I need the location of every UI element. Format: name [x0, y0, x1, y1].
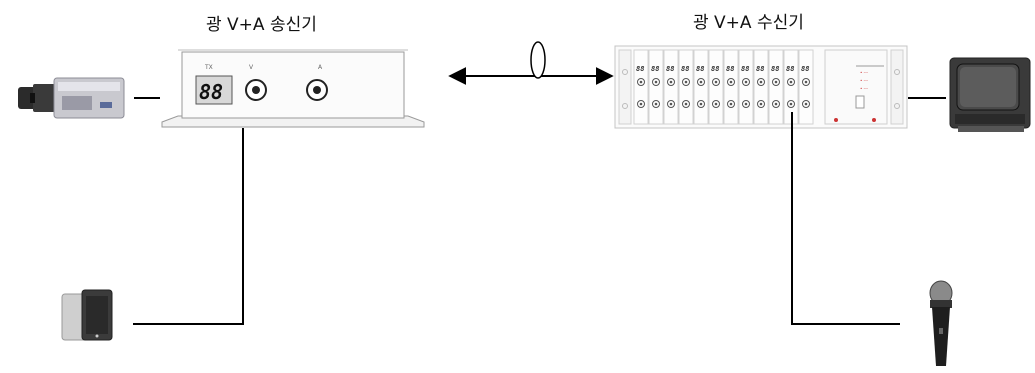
- receiver-module: 88: [708, 49, 724, 125]
- receiver-title: 광 V+A 수신기: [693, 13, 804, 33]
- receiver-module: 88: [663, 49, 679, 125]
- module-display: 88: [681, 65, 689, 73]
- svg-text:• ---: • ---: [860, 78, 869, 83]
- receiver-module: 88: [753, 49, 769, 125]
- receiver-module: 88: [648, 49, 664, 125]
- module-display: 88: [651, 65, 659, 73]
- camera-icon: [18, 77, 125, 119]
- receiver-module: 88: [678, 49, 694, 125]
- receiver-module: 88: [693, 49, 709, 125]
- module-display: 88: [666, 65, 674, 73]
- svg-text:• ---: • ---: [860, 86, 869, 91]
- transmitter-title: 광 V+A 송신기: [206, 15, 317, 35]
- module-display: 88: [726, 65, 734, 73]
- svg-text:• ---: • ---: [860, 70, 869, 75]
- optical-fiber-ellipse-icon: [530, 41, 546, 79]
- module-display: 88: [711, 65, 719, 73]
- tx-label: TX: [204, 64, 213, 71]
- receiver-module: 88: [738, 49, 754, 125]
- audio-bnc-connector-icon: [306, 79, 328, 101]
- video-bnc-connector-icon: [245, 79, 267, 101]
- display-digits: 88: [199, 80, 223, 104]
- crt-monitor-icon: [949, 57, 1031, 132]
- module-display: 88: [696, 65, 704, 73]
- seven-segment-display: [195, 75, 233, 105]
- receiver-module: 88: [798, 49, 814, 125]
- module-display: 88: [786, 65, 794, 73]
- module-display: 88: [801, 65, 809, 73]
- module-display: 88: [741, 65, 749, 73]
- receiver-module: 88: [768, 49, 784, 125]
- speaker-link: [133, 128, 244, 325]
- microphone-link: [791, 112, 900, 325]
- module-display: 88: [756, 65, 764, 73]
- video-label: V: [249, 64, 254, 71]
- speaker-icon: [61, 289, 113, 341]
- transmitter-device: TX V A 88: [161, 49, 425, 128]
- module-display: 88: [771, 65, 779, 73]
- receiver-module: 88: [633, 49, 649, 125]
- receiver-module: 88: [783, 49, 799, 125]
- receiver-rack-device: • --- • --- • --- 88 88 88 88 88 88 88 88 88 88 88…: [614, 45, 908, 129]
- audio-label: A: [318, 64, 323, 71]
- module-display: 88: [636, 65, 644, 73]
- receiver-module: 88: [723, 49, 739, 125]
- microphone-icon: [929, 280, 953, 366]
